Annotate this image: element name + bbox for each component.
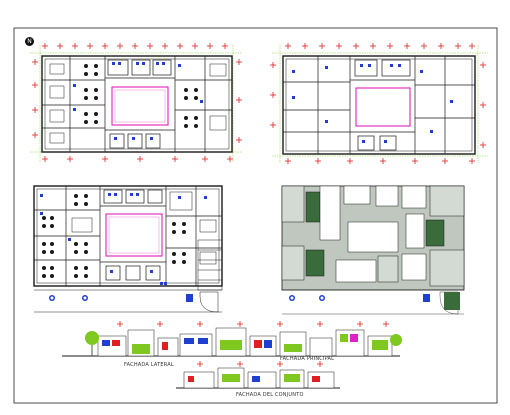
lateral-facade-label: FACHADA LATERAL: [124, 362, 174, 368]
ground-floor-plan: [30, 43, 242, 162]
furnished-floor-plan: [33, 185, 223, 313]
north-arrow-icon: N: [25, 37, 34, 46]
main-facade-label: FACHADA PRINCIPAL: [280, 356, 335, 362]
roof-plan: [281, 185, 465, 315]
central-courtyard: [111, 86, 169, 126]
lateral-facade-drawing: [62, 321, 402, 357]
upper-courtyard-void: [355, 87, 411, 127]
set-facade-label: FACHADA DEL CONJUNTO: [236, 392, 304, 398]
upper-floor-plan: [270, 43, 488, 164]
sheet-border: [13, 27, 498, 404]
elevations: [62, 321, 402, 389]
set-facade-drawing: [176, 361, 340, 389]
